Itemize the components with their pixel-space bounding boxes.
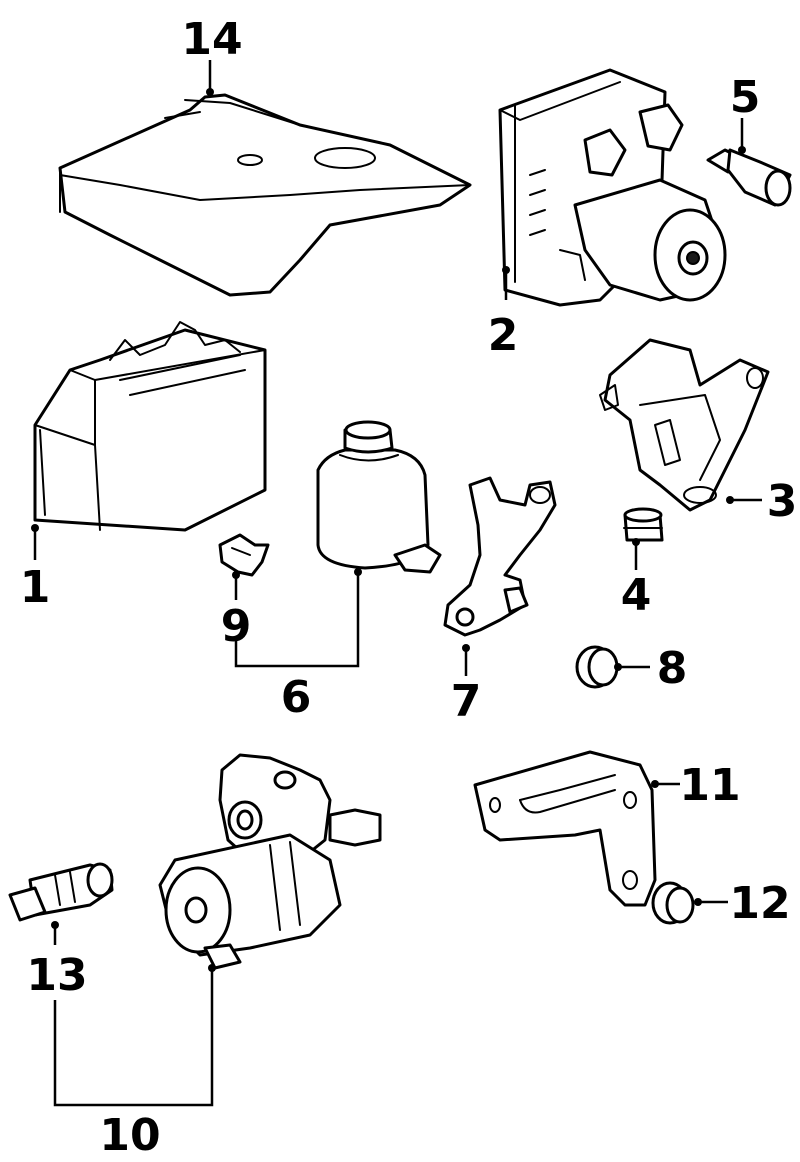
callout-4: 4 (621, 570, 652, 621)
callout-11: 11 (679, 760, 740, 811)
leader-4-dot (632, 538, 640, 546)
part-6-reservoir (316, 420, 442, 574)
leader-9-dot (232, 571, 240, 579)
leader-10-dot (208, 964, 216, 972)
callout-9: 9 (221, 601, 252, 652)
callout-7: 7 (451, 676, 482, 727)
leader-6-dot (354, 568, 362, 576)
callout-10: 10 (99, 1110, 160, 1161)
part-2-modulator (498, 68, 727, 307)
part-7-bracket (443, 476, 557, 637)
callout-13: 13 (26, 950, 87, 1001)
part-13-sensor (8, 862, 114, 922)
callout-14: 14 (181, 14, 242, 65)
part-1-control-module (33, 321, 267, 532)
leader-6 (234, 572, 360, 668)
part-9-clip (218, 533, 270, 577)
leader-5-dot (738, 146, 746, 154)
leader-10 (53, 968, 214, 1107)
part-4-grommet (623, 507, 664, 542)
leader-11-dot (651, 780, 659, 788)
leader-7-dot (462, 644, 470, 652)
part-14-cover (58, 93, 472, 297)
leader-2-dot (502, 266, 510, 274)
part-5-sensor (706, 148, 792, 207)
part-8-bushing (575, 645, 619, 689)
leader-lines (31, 60, 762, 1107)
callout-labels: 14 5 2 3 1 4 9 6 7 8 11 12 13 10 (20, 14, 798, 1161)
part-11-bracket (473, 750, 657, 907)
callout-3: 3 (767, 476, 798, 527)
leader-12-dot (694, 898, 702, 906)
leader-3-dot (726, 496, 734, 504)
part-12-grommet (651, 881, 695, 925)
leader-13-dot (51, 921, 59, 929)
callout-12: 12 (729, 878, 790, 929)
leader-1-dot (31, 524, 39, 532)
callout-5: 5 (730, 72, 761, 123)
callout-8: 8 (657, 643, 688, 694)
callout-6: 6 (281, 672, 312, 723)
part-3-bracket (599, 338, 770, 512)
leader-8-dot (614, 663, 622, 671)
callout-2: 2 (488, 310, 519, 361)
callout-1: 1 (20, 562, 51, 613)
leader-14-dot (206, 88, 214, 96)
part-10-pump-assembly (158, 753, 382, 970)
